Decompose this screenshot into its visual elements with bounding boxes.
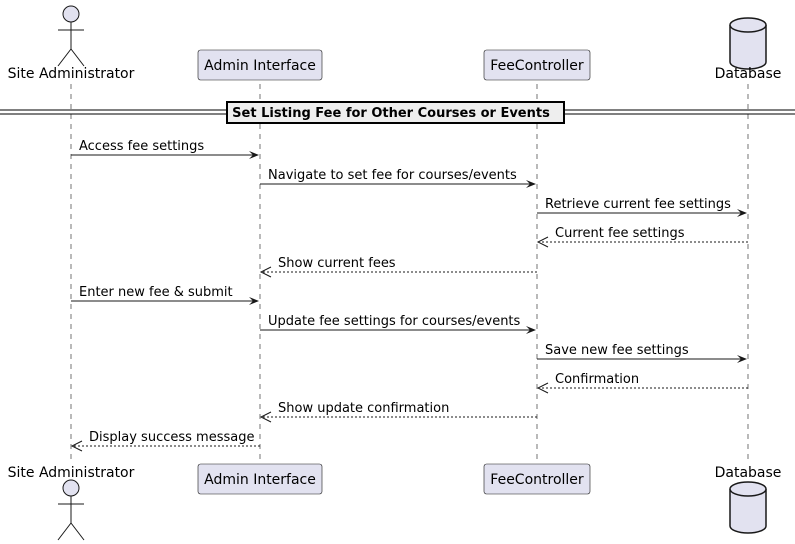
message-label: Display success message xyxy=(89,430,254,445)
message-5: Show current fees xyxy=(259,256,537,278)
arrowhead-filled xyxy=(249,297,259,305)
message-label: Confirmation xyxy=(555,372,639,387)
participant-label: FeeController xyxy=(490,58,584,74)
message-2: Navigate to set fee for courses/events xyxy=(260,168,536,188)
message-1: Access fee settings xyxy=(71,139,259,159)
participant-ui-top: Admin Interface xyxy=(197,49,323,81)
participant-box xyxy=(197,463,323,495)
participants-top: Site Administrator Admin Interface FeeCont… xyxy=(8,5,782,82)
arrowhead-open xyxy=(536,382,549,394)
arrowhead-filled xyxy=(526,326,536,334)
participant-label: FeeController xyxy=(490,472,584,488)
participant-box xyxy=(197,49,323,81)
arrowhead-open xyxy=(259,411,272,423)
participant-box xyxy=(483,49,591,81)
participant-ui-bottom: Admin Interface xyxy=(197,463,323,495)
arrowhead-filled xyxy=(526,180,536,188)
actor-head xyxy=(62,5,80,23)
arrowhead-open xyxy=(259,266,272,278)
participant-label-bottom-admin: Site Administrator xyxy=(8,465,135,481)
message-4: Current fee settings xyxy=(536,226,748,248)
arrowhead-filled xyxy=(249,151,259,159)
divider-box xyxy=(226,101,565,124)
arrowhead-filled xyxy=(737,209,747,217)
participant-label-bottom-db: Database xyxy=(715,465,782,481)
message-label: Update fee settings for courses/events xyxy=(268,314,521,329)
message-8: Save new fee settings xyxy=(537,343,747,363)
participant-box xyxy=(483,463,591,495)
participant-label: Admin Interface xyxy=(204,58,316,74)
message-6: Enter new fee & submit xyxy=(71,285,259,305)
divider-label: Set Listing Fee for Other Courses or Eve… xyxy=(232,106,550,121)
section-divider: Set Listing Fee for Other Courses or Eve… xyxy=(0,101,795,124)
participant-label: Admin Interface xyxy=(204,472,316,488)
participant-label-top-db: Database xyxy=(715,66,782,82)
message-label: Enter new fee & submit xyxy=(79,285,233,300)
message-label: Show current fees xyxy=(278,256,396,271)
message-label: Navigate to set fee for courses/events xyxy=(268,168,517,183)
actor-icon-top xyxy=(57,5,85,67)
participants-bottom: Site Administrator Admin Interface FeeCont… xyxy=(8,463,782,541)
message-label: Current fee settings xyxy=(555,226,685,241)
message-label: Retrieve current fee settings xyxy=(545,197,731,212)
actor-icon-bottom xyxy=(57,479,85,541)
message-11: Display success message xyxy=(70,430,260,452)
arrowhead-open xyxy=(70,440,83,452)
arrowhead-open xyxy=(536,236,549,248)
message-7: Update fee settings for courses/events xyxy=(260,314,536,334)
arrowhead-filled xyxy=(737,355,747,363)
lifelines xyxy=(70,84,749,462)
participant-fee-bottom: FeeController xyxy=(483,463,591,495)
actor-head xyxy=(62,479,80,497)
message-3: Retrieve current fee settings xyxy=(537,197,747,217)
message-label: Save new fee settings xyxy=(545,343,689,358)
database-icon-top xyxy=(729,17,767,70)
participant-label-top-admin: Site Administrator xyxy=(8,66,135,82)
message-10: Show update confirmation xyxy=(259,401,537,423)
message-label: Access fee settings xyxy=(79,139,204,154)
message-9: Confirmation xyxy=(536,372,748,394)
database-icon-bottom xyxy=(729,481,767,534)
message-label: Show update confirmation xyxy=(278,401,449,416)
participant-fee-top: FeeController xyxy=(483,49,591,81)
